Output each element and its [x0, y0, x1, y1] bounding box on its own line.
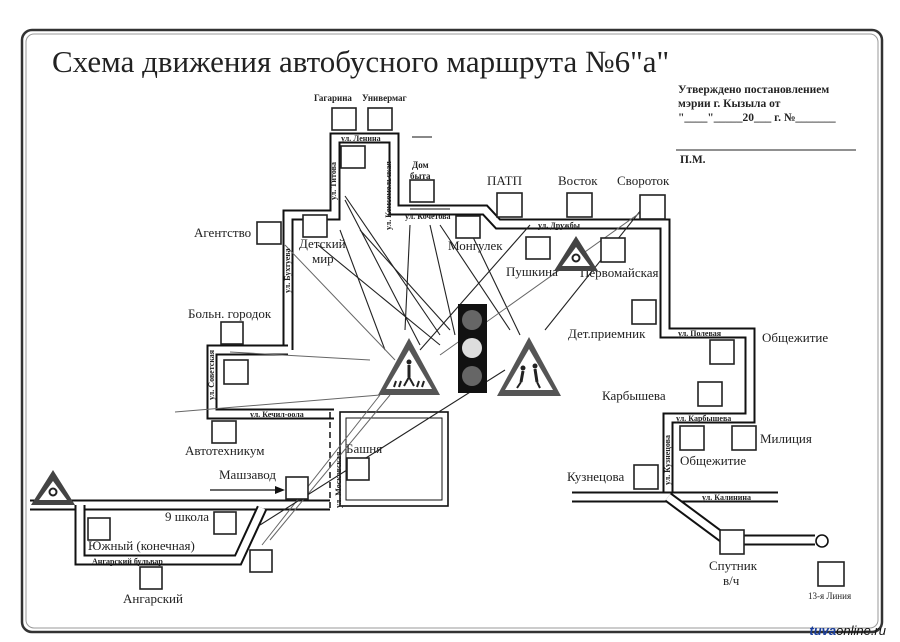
stop-sputnik-2: в/ч [723, 573, 740, 588]
signature-label: П.М. [680, 154, 706, 166]
pedestrian-crossing-sign-icon [378, 338, 440, 395]
street-bukhtueva: ул. Бухтуева [283, 248, 292, 293]
stop-avtotekhnikum: Автотехникум [185, 443, 264, 458]
approval-line-2: мэрии г. Кызыла от [678, 98, 781, 110]
stop-dom-byta-1: Дом [412, 160, 429, 170]
approval-line-1: Утверждено постановлением [678, 84, 829, 96]
stop-svorotok: Свороток [617, 173, 670, 188]
street-moskovskaya: ул. Московская [334, 451, 343, 508]
watermark-domain: online.ru [836, 623, 886, 638]
traffic-light-icon [458, 304, 487, 393]
stop-9-shkola: 9 школа [165, 509, 209, 524]
page-title: Схема движения автобусного маршрута №6"а… [52, 44, 669, 79]
stop-gagarina: Гагарина [314, 93, 352, 103]
stop-bashnya: Башня [346, 441, 382, 456]
stop-angarsky: Ангарский [123, 591, 183, 606]
roundabout-sign-icon [31, 470, 75, 505]
roundabout-sign-icon [554, 236, 598, 271]
stop-univermag: Универмаг [362, 93, 407, 103]
children-crossing-sign-icon [497, 337, 561, 396]
street-druzhby: ул. Дружбы [538, 221, 581, 230]
sign-pointer-lines [174, 194, 666, 546]
stop-pervomayskaya: Первомайская [580, 265, 658, 280]
page-frame [20, 28, 884, 634]
stop-boxes [87, 107, 845, 590]
stop-militsiya: Милиция [760, 431, 812, 446]
approval-block: Утверждено постановлением мэрии г. Кызыл… [676, 84, 856, 166]
watermark-brand: tuva [809, 623, 837, 638]
stop-labels: Гагарина Универмаг Дом быта ПАТП Восток … [88, 93, 851, 606]
stop-detsky-mir-1: Детский [299, 236, 346, 251]
street-komsomolskaya: ул. Комсомольская [384, 161, 393, 230]
street-kechil-oola: ул. Кечил-оола [250, 410, 304, 419]
stop-patp: ПАТП [487, 173, 522, 188]
stop-det-priemnik: Дет.приемник [568, 326, 646, 341]
stop-agentstvo: Агентство [194, 225, 251, 240]
page-frame-inner [25, 33, 879, 629]
street-karbysheva: ул. Карбышева [676, 414, 731, 423]
stop-kuznetsova: Кузнецова [567, 469, 624, 484]
street-kuznetsova: ул. Кузнецова [663, 435, 672, 485]
approval-line-3: "____"_____20___ г. №_______ [678, 112, 836, 124]
stop-vostok: Восток [558, 173, 598, 188]
street-titova: ул. Титова [329, 162, 338, 200]
stop-detsky-mir-2: мир [312, 251, 334, 266]
stop-13-liniya: 13-я Линия [808, 591, 851, 601]
street-angarsky-bulvar: Ангарский бульвар [92, 557, 163, 566]
street-kalinina: ул. Калинина [702, 493, 751, 502]
stop-mashzavod: Машзавод [219, 467, 276, 482]
stop-mongulek: Монгулек [448, 238, 503, 253]
stop-boln-gorodok: Больн. городок [188, 306, 272, 321]
street-polevaya: ул. Полевая [678, 329, 722, 338]
street-sovetskaya: ул. Советская [207, 349, 216, 400]
street-lenina: ул. Ленина [341, 134, 381, 143]
stop-pushkina: Пушкина [506, 264, 558, 279]
stop-obshchezhitie-1: Общежитие [762, 330, 828, 345]
stop-sputnik-1: Спутник [709, 558, 758, 573]
stop-yuzhny: Южный (конечная) [88, 538, 195, 553]
street-kochetova: ул. Кочетова [405, 212, 451, 221]
watermark: tuvaonline.ru [809, 623, 886, 638]
stop-obshchezhitie-2: Общежитие [680, 453, 746, 468]
stop-karbysheva: Карбышева [602, 388, 666, 403]
stop-dom-byta-2: быта [410, 171, 431, 181]
street-labels: ул. Ленина ул. Титова ул. Комсомольская … [92, 134, 751, 566]
